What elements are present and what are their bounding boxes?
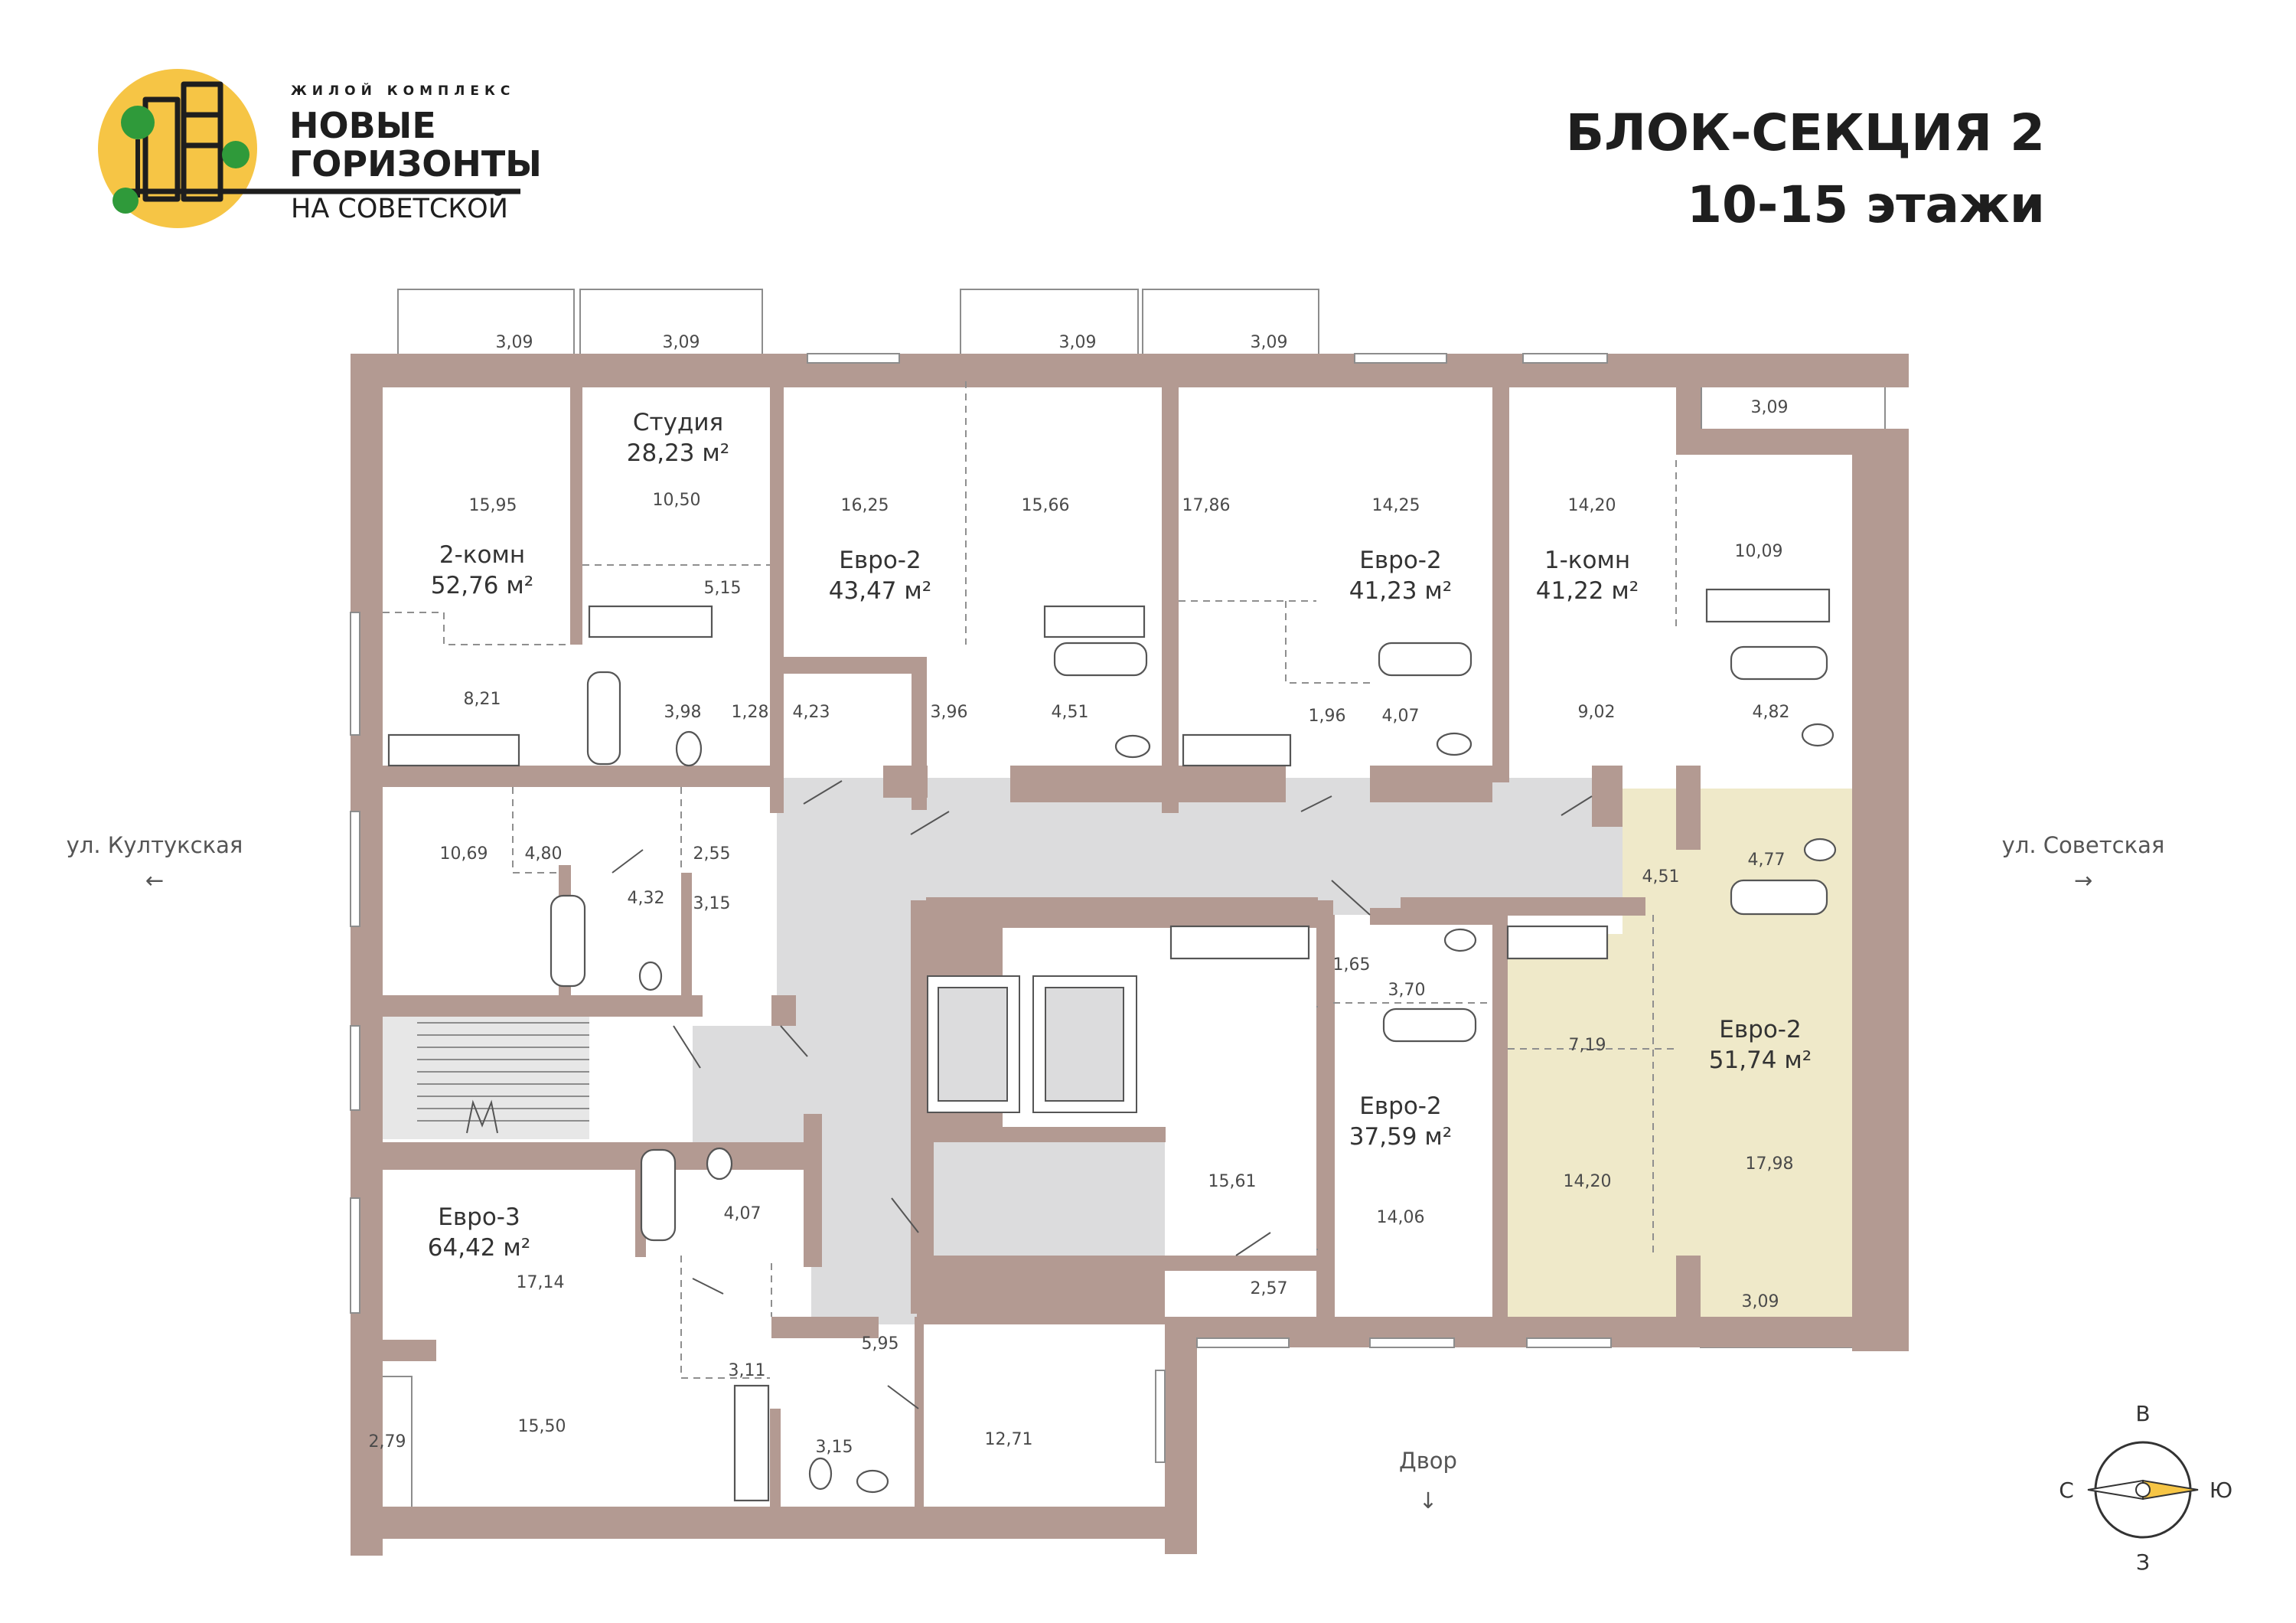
apartment-labels: 2-комн 52,76 м² Студия 28,23 м² Евро-2 4… (428, 409, 1812, 1262)
room-area: 15,95 (469, 496, 517, 515)
room-area: 4,23 (793, 703, 830, 722)
compass-south-label: З (2136, 1550, 2150, 1575)
windows (350, 353, 1612, 1463)
room-area: 3,96 (931, 703, 968, 722)
compass: В З С Ю (2059, 1401, 2232, 1575)
room-area: 4,82 (1753, 703, 1790, 722)
street-labels: ул. Култукская ← ул. Советская → Двор ↓ (67, 832, 2165, 1514)
floors-subtitle: 10-15 этажи (1687, 175, 2045, 234)
room-area: 2,57 (1251, 1279, 1288, 1298)
apartment-type-euro2-c: Евро-2 (1719, 1016, 1801, 1043)
logo-name-line3: НА СОВЕТСКОЙ (291, 192, 508, 224)
room-area: 2,55 (693, 844, 731, 864)
apartment-type-euro3: Евро-3 (438, 1203, 520, 1231)
logo-buildings-icon (122, 81, 520, 202)
apartment-area-euro2-a: 43,47 м² (829, 577, 931, 605)
room-area: 17,14 (517, 1273, 565, 1292)
compass-west-label: С (2059, 1478, 2074, 1503)
room-areas: 3,09 3,09 3,09 3,09 3,09 15,95 10,50 16,… (369, 333, 1794, 1457)
room-area: 14,06 (1377, 1208, 1425, 1227)
room-area: 3,98 (664, 703, 702, 722)
room-area: 3,11 (729, 1361, 766, 1380)
room-area: 7,19 (1569, 1036, 1606, 1055)
room-area: 15,66 (1022, 496, 1070, 515)
room-area: 3,09 (1751, 398, 1789, 417)
apartment-type-euro2-a: Евро-2 (839, 547, 921, 574)
room-area: 1,96 (1309, 707, 1346, 726)
stairwell (383, 1017, 589, 1139)
room-area: 16,25 (841, 496, 889, 515)
room-area: 4,07 (724, 1204, 762, 1223)
room-area: 15,50 (518, 1417, 566, 1436)
room-area: 3,09 (496, 333, 533, 352)
south-arrow-icon: ↓ (1419, 1487, 1437, 1514)
room-area: 10,09 (1735, 542, 1783, 561)
kitchen-counters (387, 588, 1831, 1502)
section-title: БЛОК-СЕКЦИЯ 2 (1566, 103, 2045, 162)
room-area: 14,20 (1568, 496, 1616, 515)
room-area: 15,61 (1208, 1172, 1257, 1191)
logo: ЖИЛОЙ КОМПЛЕКС НОВЫЕ ГОРИЗОНТЫ НА СОВЕТС… (98, 69, 542, 228)
room-area: 3,15 (816, 1438, 853, 1457)
room-area: 12,71 (985, 1430, 1033, 1449)
room-area: 1,28 (732, 703, 769, 722)
room-area: 1,65 (1333, 955, 1371, 975)
apartment-area-studio: 28,23 м² (627, 439, 729, 467)
logo-trees-icon (113, 106, 249, 214)
room-area: 3,09 (663, 333, 700, 352)
west-arrow-icon: ← (145, 867, 164, 893)
apartment-type-studio: Студия (633, 409, 723, 436)
east-arrow-icon: → (2074, 867, 2092, 893)
room-area: 5,15 (704, 579, 742, 598)
bathroom-fixtures (550, 642, 1837, 1494)
apartment-area-euro3: 64,42 м² (428, 1234, 530, 1262)
room-area: 4,51 (1052, 703, 1089, 722)
compass-east-label: Ю (2210, 1478, 2232, 1503)
apartment-type-euro2-d: Евро-2 (1359, 1092, 1441, 1120)
room-area: 17,98 (1746, 1154, 1794, 1174)
apartment-area-euro2-d: 37,59 м² (1349, 1123, 1452, 1151)
compass-north-label: В (2135, 1401, 2150, 1426)
apartment-area-euro2-c: 51,74 м² (1709, 1047, 1812, 1074)
apartment-area-euro2-b: 41,23 м² (1349, 577, 1452, 605)
room-area: 4,32 (628, 889, 665, 908)
room-area: 3,09 (1742, 1292, 1779, 1311)
apartment-type-2k: 2-комн (439, 541, 525, 569)
room-area: 4,07 (1382, 707, 1420, 726)
yard-label: Двор (1399, 1448, 1457, 1474)
common-areas (693, 778, 1854, 1324)
walls (351, 354, 1909, 1556)
logo-name-line2: ГОРИЗОНТЫ (289, 143, 542, 185)
room-area: 14,20 (1564, 1172, 1612, 1191)
elevators (927, 975, 1137, 1113)
room-area: 3,15 (693, 894, 731, 913)
room-area: 3,70 (1388, 981, 1426, 1000)
street-west-label: ул. Култукская (67, 832, 243, 858)
apartment-type-euro2-b: Евро-2 (1359, 547, 1441, 574)
room-area: 2,79 (369, 1432, 406, 1452)
room-area: 4,77 (1748, 851, 1786, 870)
zone-dividers (383, 381, 1677, 1379)
logo-tagline: ЖИЛОЙ КОМПЛЕКС (291, 82, 515, 99)
room-area: 17,86 (1182, 496, 1231, 515)
doors (612, 780, 1593, 1409)
room-area: 4,80 (525, 844, 563, 864)
room-area: 8,21 (464, 690, 501, 709)
room-area: 3,09 (1251, 333, 1288, 352)
street-east-label: ул. Советская (2002, 832, 2165, 858)
apartment-area-2k: 52,76 м² (431, 572, 533, 599)
room-area: 4,51 (1642, 867, 1680, 887)
room-area: 3,09 (1059, 333, 1097, 352)
room-area: 9,02 (1578, 703, 1616, 722)
apartment-area-1k: 41,22 м² (1536, 577, 1639, 605)
logo-name-line1: НОВЫЕ (289, 105, 436, 146)
apartment-type-1k: 1-комн (1544, 547, 1630, 574)
room-area: 14,25 (1372, 496, 1420, 515)
room-area: 5,95 (862, 1334, 899, 1354)
room-area: 10,69 (440, 844, 488, 864)
room-area: 10,50 (653, 491, 701, 510)
